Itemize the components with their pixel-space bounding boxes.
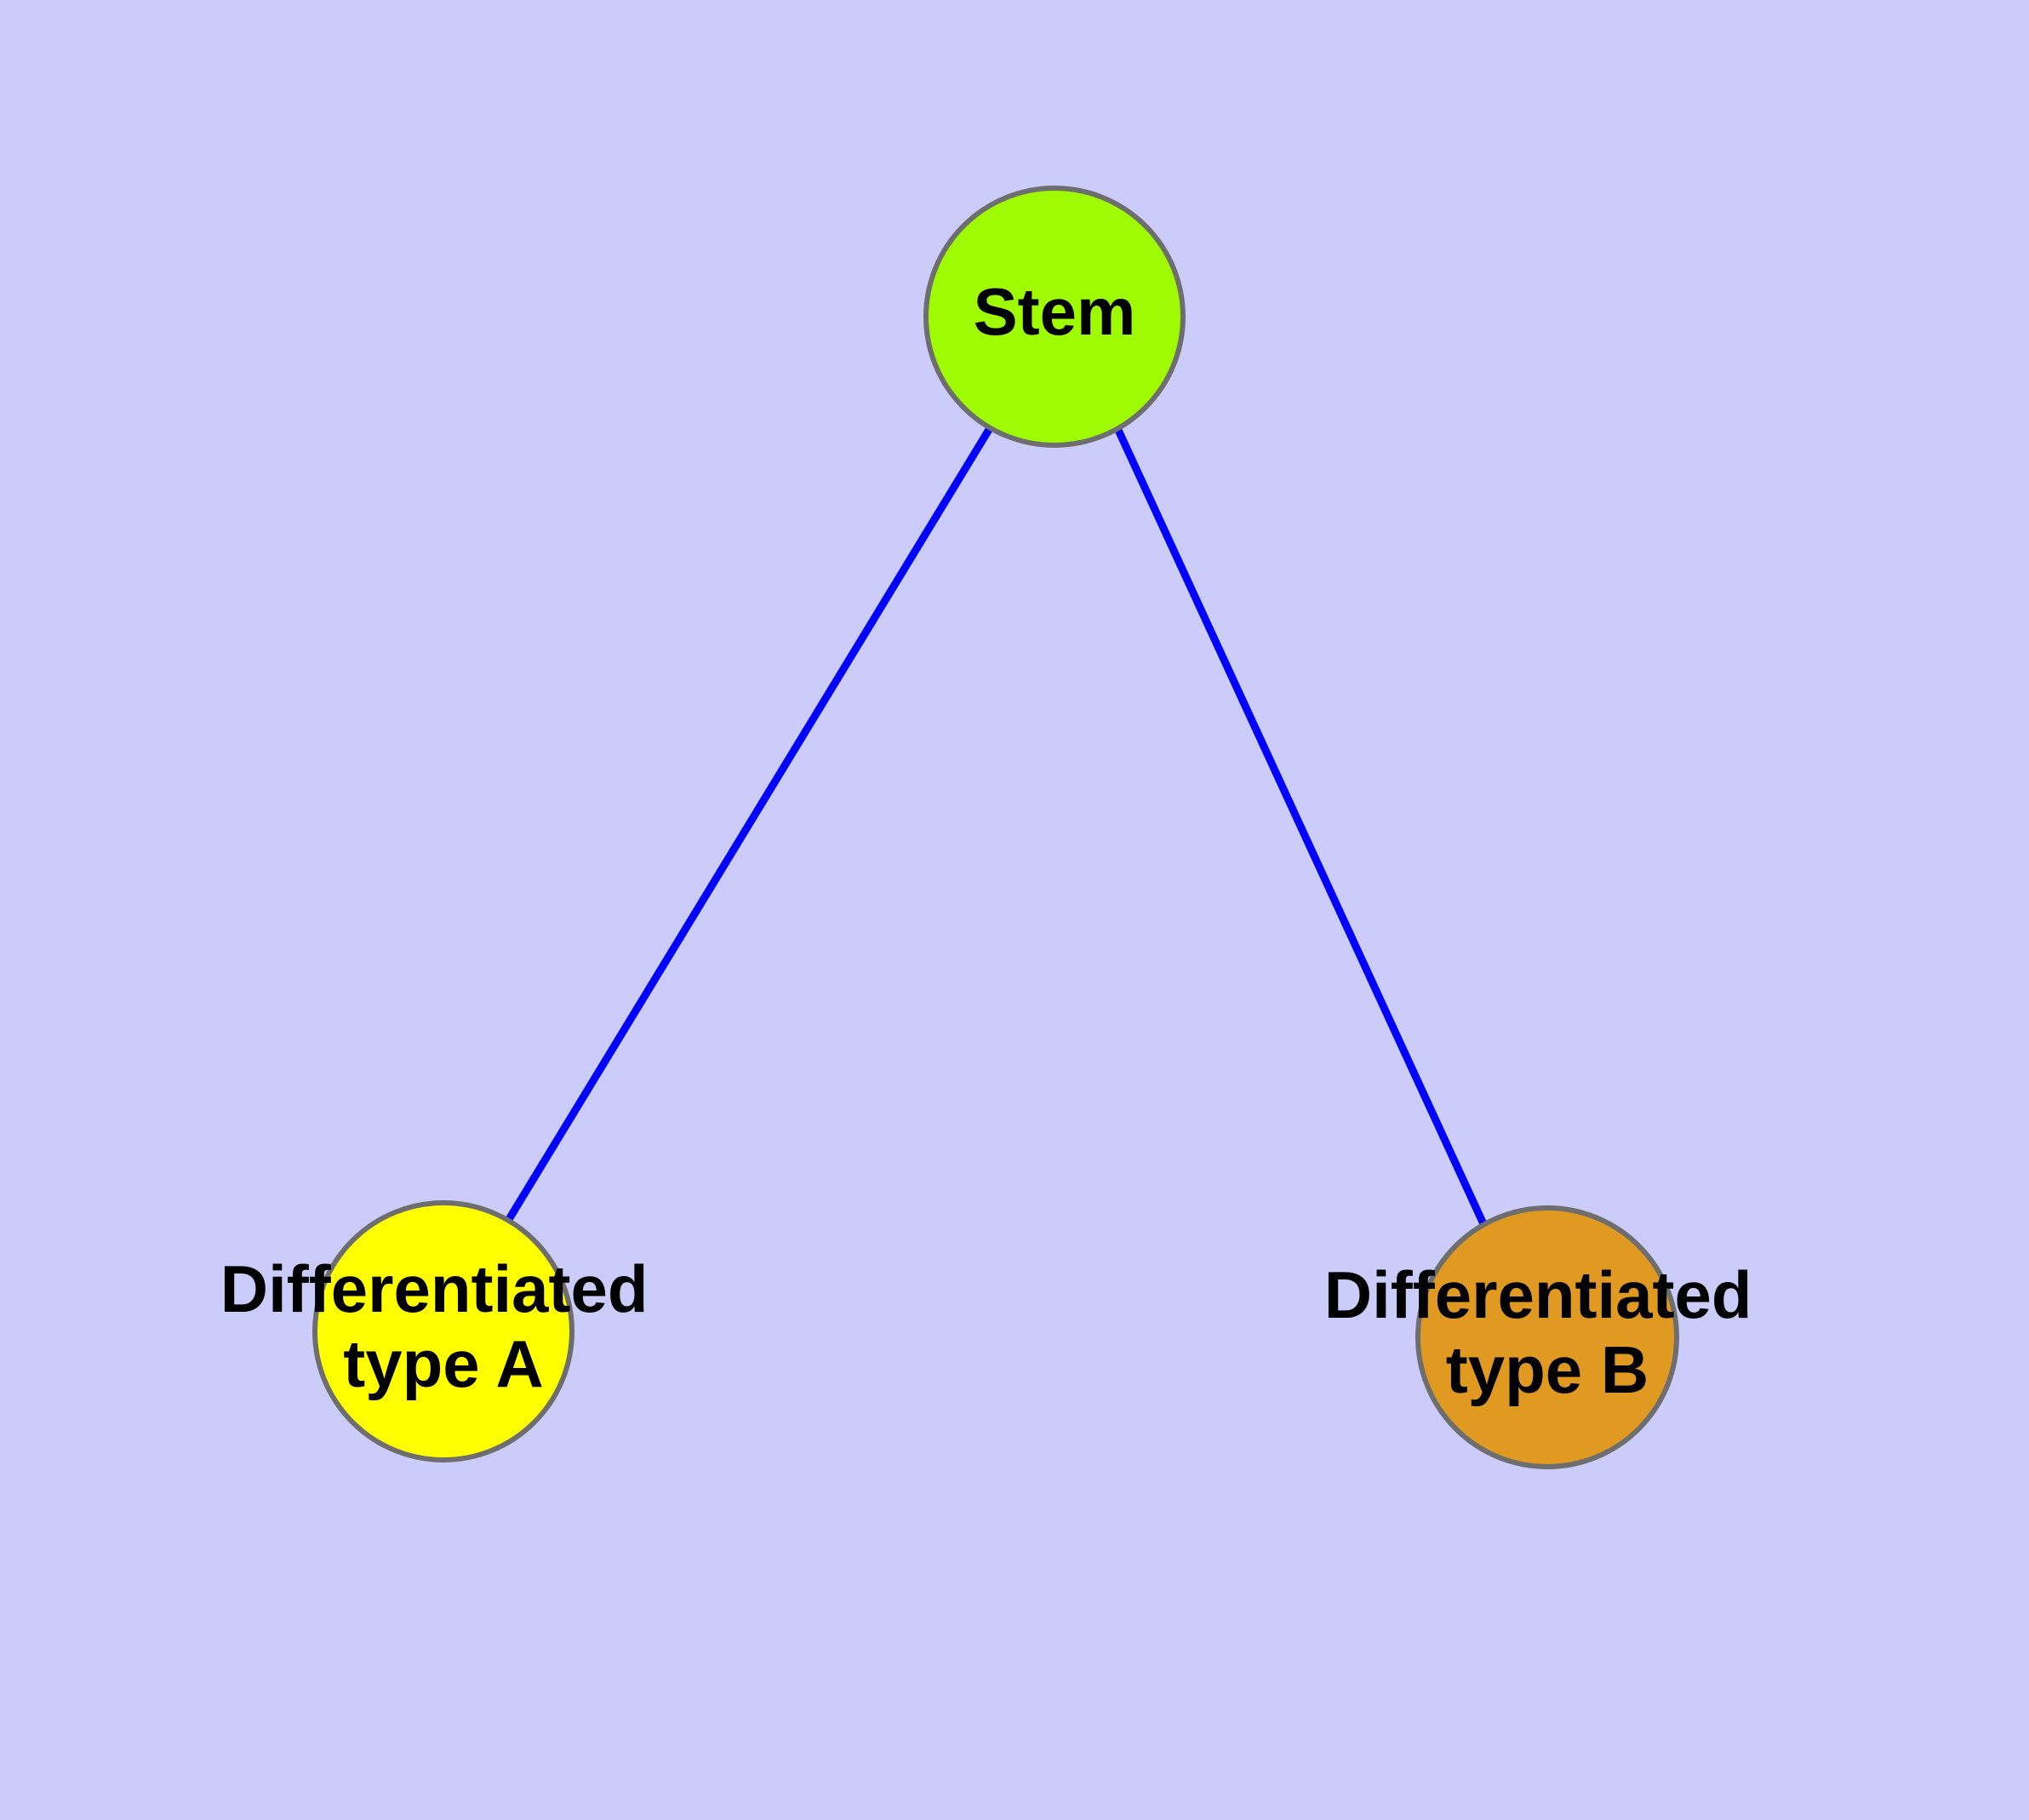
node-differentiated-type-b-label-line-2: type B — [1446, 1332, 1649, 1407]
edge-stem-to-differentiated-type-b[interactable] — [1113, 426, 1489, 1228]
node-stem-label-line-1: Stem — [974, 274, 1136, 349]
node-stem[interactable]: Stem — [923, 186, 1186, 448]
node-differentiated-type-a-label-line-2: type A — [343, 1326, 544, 1401]
nodes-layer: Stem Differentiated type A Differentiate… — [220, 186, 1770, 1469]
node-differentiated-type-a-label-line-1: Differentiated — [220, 1251, 649, 1326]
node-differentiated-type-a-label: Differentiated type A — [220, 1251, 666, 1401]
edge-stem-to-differentiated-type-a[interactable] — [505, 426, 993, 1223]
node-differentiated-type-b-label-line-1: Differentiated — [1324, 1257, 1752, 1332]
node-differentiated-type-b[interactable]: Differentiated type B — [1324, 1205, 1770, 1469]
node-differentiated-type-b-label: Differentiated type B — [1324, 1257, 1770, 1407]
node-stem-label: Stem — [974, 274, 1136, 349]
node-differentiated-type-a-circle[interactable] — [312, 1200, 574, 1462]
node-differentiated-type-b-circle[interactable] — [1415, 1205, 1679, 1469]
node-stem-circle[interactable] — [923, 186, 1186, 448]
edges-layer — [505, 426, 1489, 1228]
node-differentiated-type-a[interactable]: Differentiated type A — [220, 1200, 666, 1462]
